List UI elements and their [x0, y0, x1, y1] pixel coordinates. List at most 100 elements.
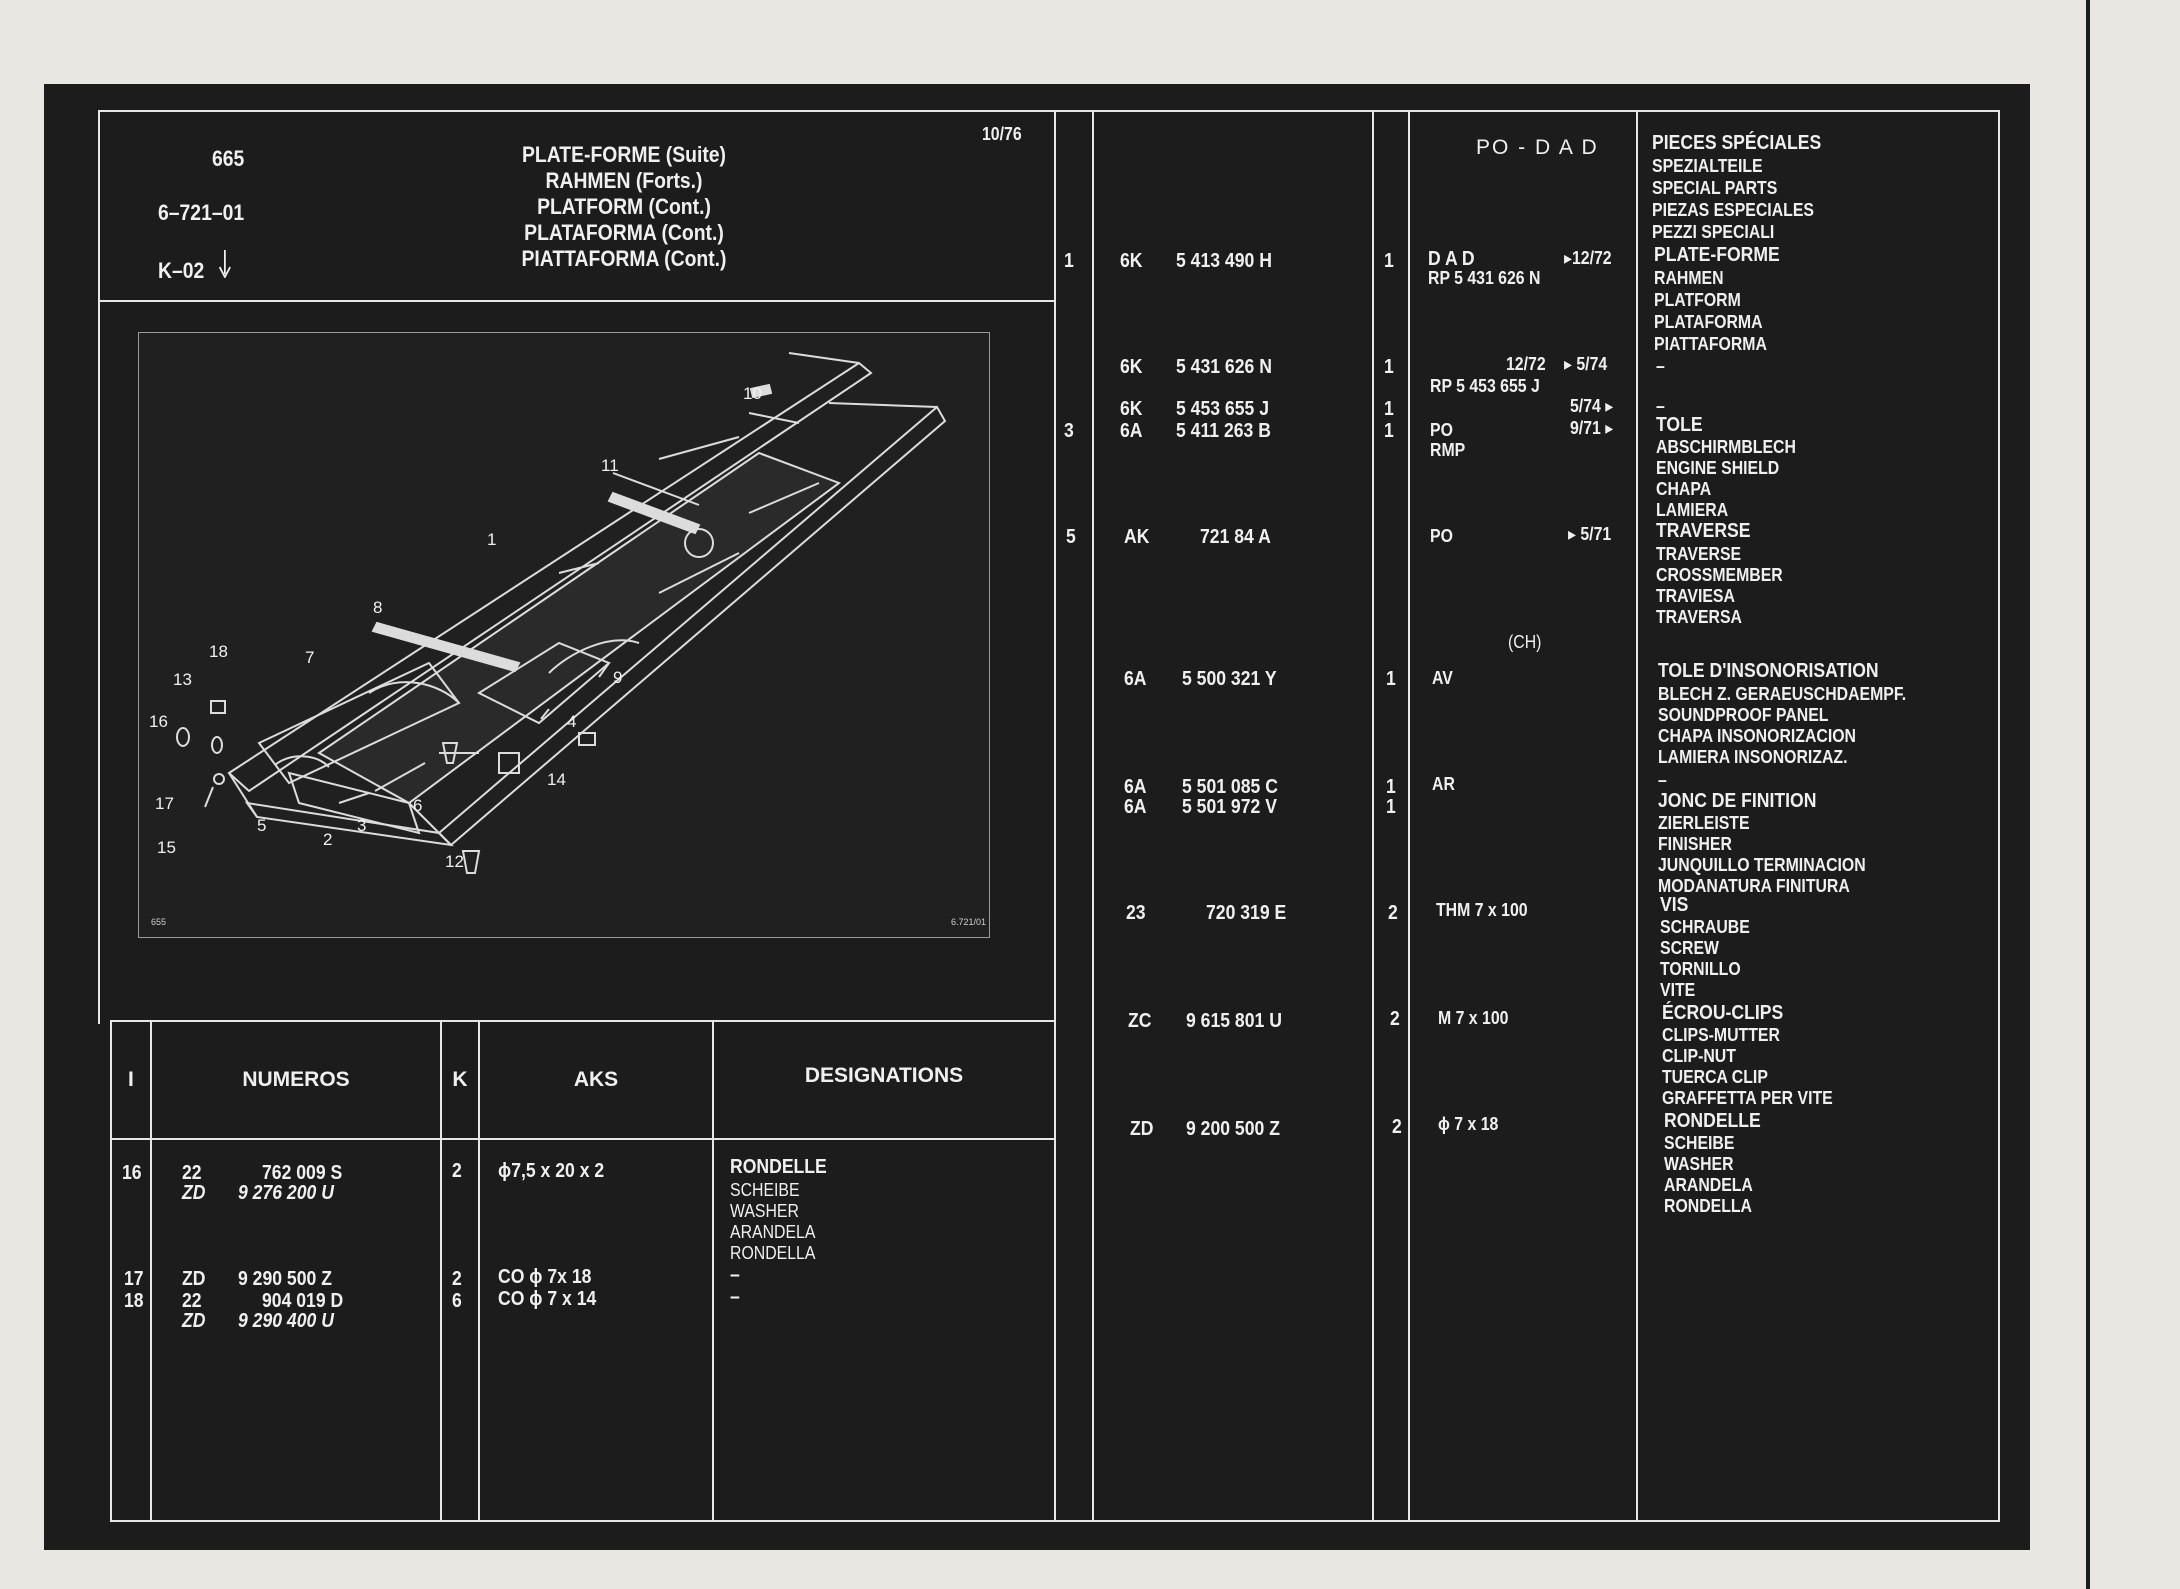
designation-line: SPECIAL PARTS [1652, 178, 1778, 198]
designation-line: PLATE-FORME [1654, 244, 1780, 266]
designation-line: – [1656, 396, 1665, 416]
row-date: ▸12/72 [1564, 248, 1612, 269]
left-col-divider-k [478, 1020, 480, 1522]
left-table-header-rule [110, 1138, 1056, 1140]
row-prefix: 6A [1124, 796, 1147, 818]
row-qty: 1 [1386, 668, 1396, 690]
row-number: 5 431 626 N [1176, 356, 1272, 378]
row-qty: 2 [1388, 902, 1398, 924]
film-edge-rule [2086, 0, 2090, 1589]
designation-line: TRAVERSE [1656, 520, 1751, 542]
row-aks-sub: RP 5 431 626 N [1428, 268, 1541, 288]
k-code-label: K–02 [158, 258, 205, 283]
left-col-divider-i [150, 1020, 152, 1522]
ref-code: 6–721–01 [158, 200, 245, 225]
row-qty: 1 [1384, 250, 1394, 272]
row-prefix: 6A [1124, 668, 1147, 690]
row-number: 9 290 500 Z [238, 1268, 332, 1290]
row-aks-sub: RP 5 453 655 J [1430, 376, 1540, 396]
designation-line: ENGINE SHIELD [1656, 458, 1780, 478]
row-aks-sub: RMP [1430, 440, 1466, 460]
date-label: 5/71 [1580, 524, 1612, 544]
down-arrow-icon [218, 250, 231, 283]
row-prefix: ZD [182, 1268, 206, 1290]
frame-left [98, 110, 100, 1024]
row-index: 3 [1064, 420, 1074, 442]
callout-7: 7 [305, 648, 315, 667]
row-number: 9 276 200 U [238, 1182, 334, 1204]
title-line-es: PLATAFORMA (Cont.) [524, 220, 724, 245]
left-table-top-rule [110, 1020, 1056, 1022]
row-date: 5/74 ▸ [1570, 396, 1613, 417]
date-label: 9/71 [1570, 418, 1601, 438]
designation-line: SCHRAUBE [1660, 917, 1750, 937]
designation-line: PLATAFORMA [1654, 312, 1763, 332]
figure-corner-left: 655 [151, 917, 167, 927]
designation-line: JUNQUILLO TERMINACION [1658, 855, 1866, 875]
designation-line: SOUNDPROOF PANEL [1658, 705, 1829, 725]
row-index: 17 [124, 1268, 144, 1290]
row-number: 5 413 490 H [1176, 250, 1272, 272]
row-designation-5: RONDELLA [730, 1243, 816, 1263]
country-code: (CH) [1508, 632, 1542, 652]
row-designation-1: – [730, 1286, 740, 1308]
designation-line: CHAPA [1656, 479, 1712, 499]
callout-14: 14 [547, 770, 566, 789]
row-qty: 1 [1384, 356, 1394, 378]
frame-right [1998, 110, 2000, 1522]
column-divider-i [1092, 110, 1094, 1522]
designation-line: ABSCHIRMBLECH [1656, 437, 1796, 457]
row-aks: AV [1432, 668, 1453, 688]
row-designation-4: ARANDELA [730, 1222, 816, 1242]
callout-6: 6 [413, 796, 423, 815]
left-col-divider-aks [712, 1020, 714, 1522]
designation-line: TRAVIESA [1656, 586, 1735, 606]
k-code: K–02 [158, 250, 231, 283]
row-qty: 2 [452, 1268, 462, 1290]
row-aks: ϕ7,5 x 20 x 2 [498, 1160, 605, 1182]
designation-line: SCHEIBE [1664, 1133, 1735, 1153]
designation-line: PIEZAS ESPECIALES [1652, 200, 1814, 220]
row-number: 5 411 263 B [1176, 420, 1271, 442]
designation-line: CHAPA INSONORIZACION [1658, 726, 1856, 746]
callout-9: 9 [613, 668, 623, 687]
row-aks: AR [1432, 774, 1455, 794]
callout-16: 16 [149, 712, 168, 731]
row-prefix: ZD [182, 1182, 206, 1204]
row-prefix: AK [1124, 526, 1150, 548]
row-aks: PO [1430, 420, 1453, 440]
title-line-en: PLATFORM (Cont.) [537, 194, 711, 219]
row-number: 5 500 321 Y [1182, 668, 1277, 690]
title-line-it: PIATTAFORMA (Cont.) [521, 246, 727, 271]
designation-line: TUERCA CLIP [1662, 1067, 1768, 1087]
designation-line: MODANATURA FINITURA [1658, 876, 1850, 896]
callout-15: 15 [157, 838, 176, 857]
right-triangle-icon: ▸ [1600, 418, 1614, 438]
row-aks: D A D [1428, 248, 1475, 270]
row-designation-2: SCHEIBE [730, 1180, 800, 1200]
column-divider-main [1054, 110, 1056, 1522]
row-date: ▸ 5/74 [1564, 354, 1607, 375]
designation-line: PIATTAFORMA [1654, 334, 1767, 354]
row-prefix: 6A [1124, 776, 1147, 798]
row-prefix: 6K [1120, 398, 1143, 420]
row-designation-1: – [730, 1264, 740, 1286]
row-qty: 2 [1390, 1008, 1400, 1030]
designation-line: RAHMEN [1654, 268, 1724, 288]
row-prefix: ZC [1128, 1010, 1152, 1032]
designation-line: – [1658, 770, 1667, 790]
left-header-index: I [128, 1068, 134, 1091]
row-prefix: 22 [182, 1162, 202, 1184]
left-header-numbers: NUMEROS [242, 1068, 350, 1091]
date-label: 5/74 [1570, 396, 1601, 416]
callout-18: 18 [209, 642, 228, 661]
row-prefix: 23 [1126, 902, 1146, 924]
row-aks: PO [1430, 526, 1453, 546]
page-number: 665 [212, 146, 245, 171]
designation-line: WASHER [1664, 1154, 1734, 1174]
row-number: 5 501 085 C [1182, 776, 1278, 798]
page-title-block: PLATE-FORME (Suite) RAHMEN (Forts.) PLAT… [492, 142, 756, 272]
row-aks: M 7 x 100 [1438, 1008, 1509, 1028]
platform-drawing [176, 352, 947, 874]
designation-line: LAMIERA [1656, 500, 1729, 520]
